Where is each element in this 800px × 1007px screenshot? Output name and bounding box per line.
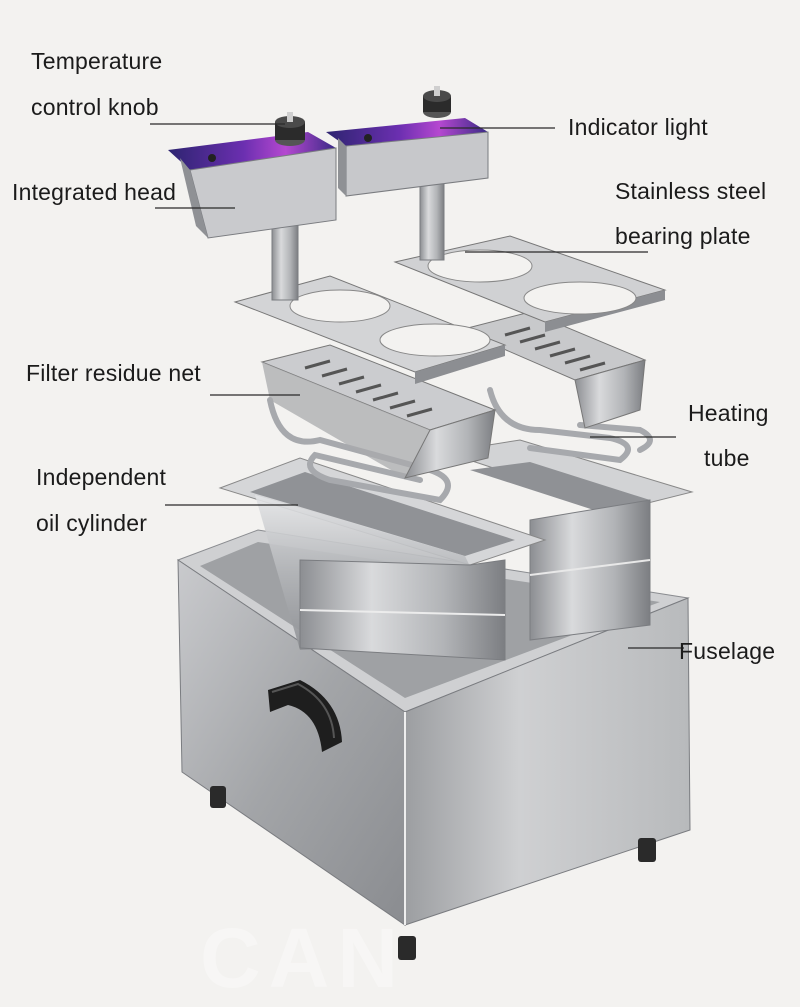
- oil-cylinder-left: [218, 457, 547, 661]
- filter-net-left: [260, 344, 497, 479]
- bearing-plate-label-line2: bearing plate: [615, 223, 751, 249]
- heating-tube-coils: [267, 387, 653, 504]
- side-handle: [268, 680, 342, 752]
- indicator-light-label: Indicator light: [568, 114, 708, 140]
- leader-lines: [150, 123, 684, 649]
- temperature-knob-left: [275, 112, 305, 146]
- integrated-head-right: [326, 118, 489, 261]
- bearing-plate-label-line1: Stainless steel: [615, 178, 767, 204]
- temperature-knob-label-line1: Temperature: [31, 48, 163, 74]
- bearing-plate-right: [393, 235, 667, 332]
- heating-tube-label-line2: tube: [704, 445, 750, 471]
- temperature-knob-right: [423, 86, 451, 118]
- oil-cylinder-label-line2: oil cylinder: [36, 510, 148, 536]
- integrated-head-left: [168, 132, 337, 301]
- oil-cylinder-label-line1: Independent: [36, 464, 167, 490]
- fuselage-label: Fuselage: [679, 638, 776, 664]
- bearing-plate-left: [233, 275, 507, 384]
- filter-net-right: [458, 311, 647, 429]
- watermark: CAN: [200, 911, 406, 1005]
- temperature-knob-label-line2: control knob: [31, 94, 159, 120]
- heating-tube-label-line1: Heating: [688, 400, 769, 426]
- integrated-head-label: Integrated head: [12, 179, 177, 205]
- filter-net-label: Filter residue net: [26, 360, 201, 386]
- cabinet-feet: [210, 786, 656, 960]
- oil-cylinder-right: [444, 439, 694, 641]
